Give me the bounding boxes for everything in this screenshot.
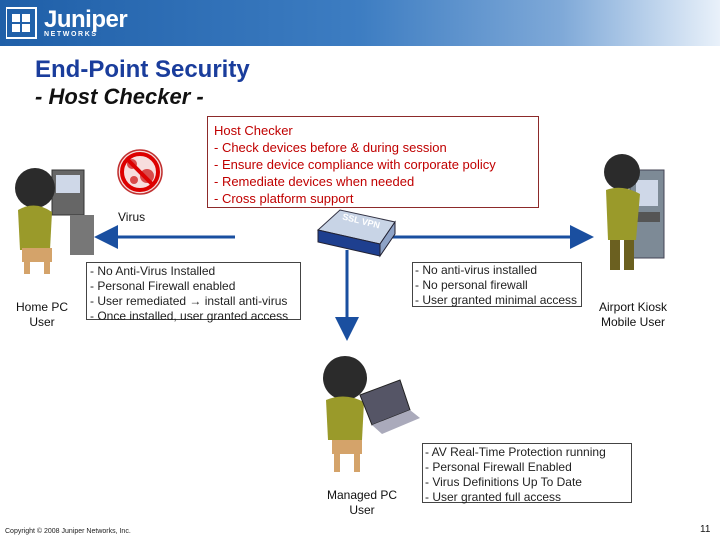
copyright-footer: Copyright © 2008 Juniper Networks, Inc. bbox=[5, 528, 131, 535]
caption-line: Mobile User bbox=[600, 315, 666, 329]
page-title: End-Point Security bbox=[35, 56, 250, 83]
host-checker-heading: Host Checker bbox=[214, 123, 293, 138]
status-item: - User remediated → install anti-virus bbox=[90, 294, 288, 308]
home-pc-caption: Home PC User bbox=[5, 300, 79, 330]
logo-text: Juniper bbox=[44, 6, 128, 33]
kiosk-caption: Airport Kiosk Mobile User bbox=[590, 300, 676, 330]
managed-pc-status-box: - AV Real-Time Protection running - Pers… bbox=[422, 443, 632, 504]
status-item: - Once installed, user granted access bbox=[90, 309, 289, 323]
host-checker-item: - Cross platform support bbox=[214, 191, 354, 206]
status-item: - No Anti-Virus Installed bbox=[90, 264, 216, 278]
virus-label: Virus bbox=[118, 210, 146, 224]
page-subtitle: - Host Checker - bbox=[35, 84, 204, 109]
caption-line: Home PC bbox=[15, 300, 68, 314]
status-item: - User granted minimal access bbox=[415, 293, 578, 307]
status-item: - Virus Definitions Up To Date bbox=[425, 475, 582, 489]
host-checker-item: - Ensure device compliance with corporat… bbox=[214, 157, 496, 172]
status-item: - AV Real-Time Protection running bbox=[425, 445, 606, 459]
kiosk-user-icon bbox=[604, 154, 665, 270]
status-item: - No anti-virus installed bbox=[415, 263, 538, 277]
header-band bbox=[0, 0, 720, 46]
logo-subtext: NETWORKS bbox=[44, 31, 98, 38]
status-item: - Personal Firewall Enabled bbox=[425, 460, 572, 474]
caption-line: Airport Kiosk bbox=[598, 300, 668, 314]
host-checker-item: - Check devices before & during session bbox=[214, 140, 447, 155]
juniper-logo-icon bbox=[6, 7, 37, 39]
status-item: - No personal firewall bbox=[415, 278, 528, 292]
virus-icon bbox=[117, 149, 163, 195]
status-item: - Personal Firewall enabled bbox=[90, 279, 236, 293]
managed-pc-user-icon bbox=[323, 356, 420, 472]
home-pc-status-box: - No Anti-Virus Installed - Personal Fir… bbox=[86, 262, 301, 323]
home-pc-user-icon bbox=[15, 168, 94, 274]
host-checker-box: Host Checker - Check devices before & du… bbox=[207, 116, 539, 208]
status-item: - User granted full access bbox=[425, 490, 562, 504]
caption-line: User bbox=[29, 315, 55, 329]
ssl-vpn-device-icon bbox=[316, 209, 396, 258]
caption-line: User bbox=[349, 503, 375, 517]
kiosk-status-box: - No anti-virus installed - No personal … bbox=[412, 262, 582, 307]
managed-pc-caption: Managed PC User bbox=[320, 488, 404, 518]
caption-line: Managed PC bbox=[326, 488, 398, 502]
host-checker-item: - Remediate devices when needed bbox=[214, 174, 415, 189]
page-number: 11 bbox=[700, 524, 711, 535]
